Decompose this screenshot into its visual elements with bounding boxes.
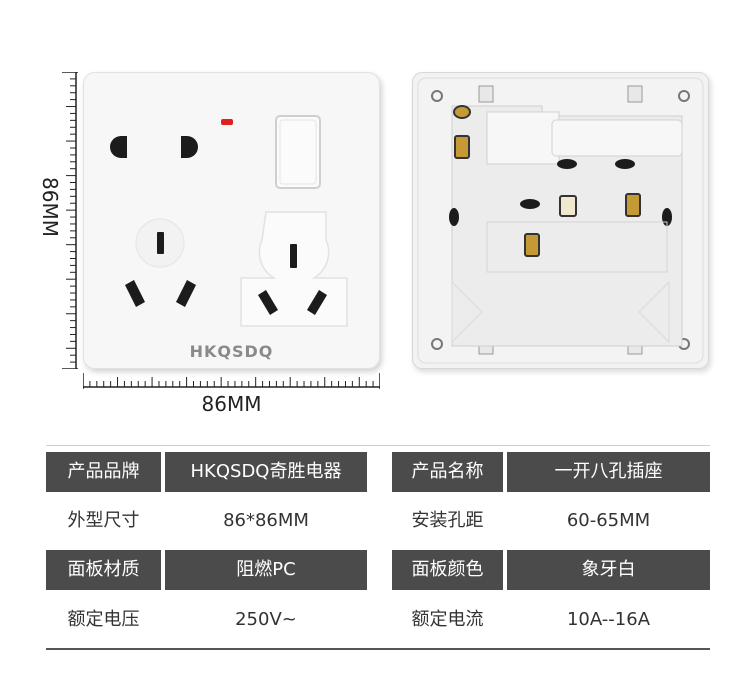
earth-pin-hole-left <box>157 232 164 254</box>
terminal-screw <box>524 233 540 257</box>
earth-pin-hole-right <box>290 244 297 268</box>
spec-value-current: 10A--16A <box>566 609 651 630</box>
spec-value-hole-distance: 60-65MM <box>566 510 651 531</box>
indicator-light <box>221 119 233 125</box>
two-pin-hole-left <box>110 136 127 158</box>
spec-label-material: 面板材质 <box>46 550 161 590</box>
spec-label-size: 外型尺寸 <box>67 510 140 531</box>
width-dimension-label: 86MM <box>201 392 262 416</box>
angled-pin-right-b <box>307 290 327 315</box>
spec-row-4: 额定电压 250V~ 额定电流 10A--16A <box>46 600 710 640</box>
spec-label-name: 产品名称 <box>392 452 503 492</box>
spec-value-color: 象牙白 <box>507 550 710 590</box>
spec-label-color: 面板颜色 <box>392 550 503 590</box>
screw-hole <box>431 338 443 350</box>
spec-value-size: 86*86MM <box>223 510 309 531</box>
screw-hole <box>678 90 690 102</box>
height-dimension-label: 86MM <box>38 177 62 237</box>
spec-value-name: 一开八孔插座 <box>507 452 710 492</box>
two-pin-hole-right <box>181 136 198 158</box>
socket-back-view <box>412 72 709 369</box>
spec-label-hole-distance: 安装孔距 <box>411 510 484 531</box>
socket-back-drawing <box>417 77 704 364</box>
angled-pin-left-a <box>125 280 145 307</box>
spec-value-material: 阻燃PC <box>165 550 367 590</box>
spec-label-current: 额定电流 <box>411 609 484 630</box>
socket-front-panel: HKQSDQ <box>83 72 380 369</box>
terminal-screw <box>625 193 641 217</box>
spec-value-voltage: 250V~ <box>235 609 297 630</box>
angled-pin-left-b <box>176 280 196 307</box>
height-ruler <box>62 72 78 369</box>
socket-front-drawing <box>110 115 348 327</box>
angled-pin-right-a <box>258 290 278 315</box>
brand-logo-text: HKQSDQ <box>189 342 274 361</box>
spec-value-brand: HKQSDQ奇胜电器 <box>165 452 367 492</box>
spec-label-voltage: 额定电压 <box>67 609 140 630</box>
screw-hole <box>431 90 443 102</box>
three-pin-shroud <box>240 211 348 327</box>
spec-row-2: 外型尺寸 86*86MM 安装孔距 60-65MM <box>46 501 710 541</box>
spec-label-brand: 产品品牌 <box>46 452 161 492</box>
rocker-switch <box>275 115 321 189</box>
spec-row-1: 产品品牌 HKQSDQ奇胜电器 产品名称 一开八孔插座 <box>46 452 710 492</box>
terminal-screw <box>454 135 470 159</box>
width-ruler <box>83 373 380 389</box>
spec-row-3: 面板材质 阻燃PC 面板颜色 象牙白 <box>46 550 710 590</box>
